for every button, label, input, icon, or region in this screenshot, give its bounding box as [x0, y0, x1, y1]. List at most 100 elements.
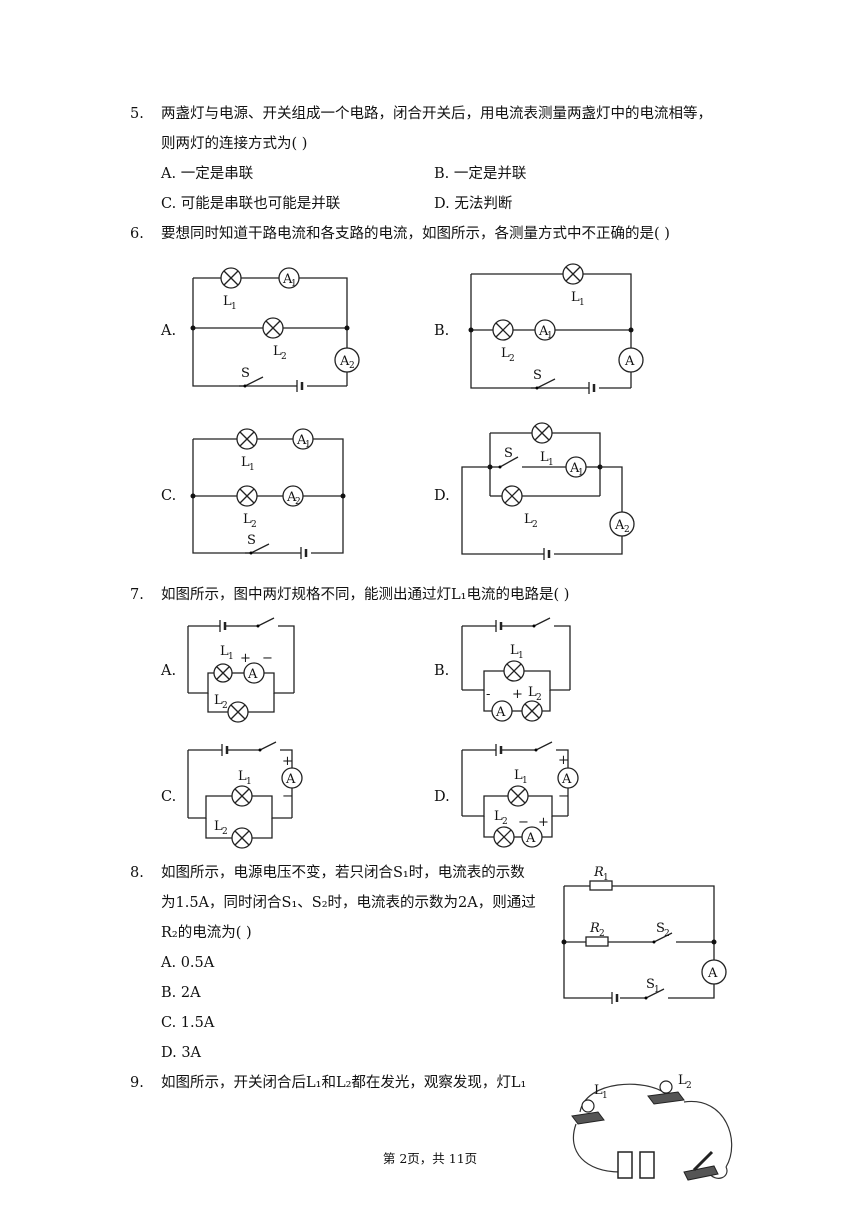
svg-text:2: 2 [624, 525, 630, 535]
svg-text:L: L [571, 290, 580, 305]
svg-text:1: 1 [249, 463, 255, 473]
svg-text:1: 1 [578, 468, 584, 478]
bulb-icon [531, 422, 553, 444]
question-text: 则两灯的连接方式为( ) [161, 136, 308, 152]
option-b[interactable]: B. [434, 663, 450, 679]
bulb-icon [571, 1099, 605, 1125]
option-d[interactable]: D. 无法判断 [434, 196, 513, 212]
svg-text:-: - [486, 687, 490, 702]
option-d[interactable]: D. [434, 789, 450, 805]
svg-text:+: + [538, 815, 549, 830]
svg-text:L: L [514, 768, 523, 783]
option-c[interactable]: C. [161, 488, 177, 504]
bulb-icon [562, 263, 584, 285]
svg-text:L: L [243, 512, 252, 527]
svg-text:S: S [533, 368, 542, 383]
switch-icon [683, 1150, 719, 1181]
svg-text:2: 2 [281, 352, 287, 362]
option-d[interactable]: D. 3A [161, 1045, 202, 1061]
svg-text:R: R [593, 865, 604, 880]
svg-text:A: A [525, 831, 536, 846]
question-text: R₂的电流为( ) [161, 925, 252, 941]
option-a[interactable]: A. [161, 323, 177, 339]
svg-text:L: L [540, 450, 549, 465]
svg-text:A: A [561, 772, 572, 787]
question-text: 两盏灯与电源、开关组成一个电路，闭合开关后，用电流表测量两盏灯中的电流相等， [161, 106, 712, 122]
option-c[interactable]: C. 1.5A [161, 1015, 215, 1031]
bulb-icon [213, 663, 233, 683]
svg-text:R: R [589, 921, 600, 936]
bulb-icon [503, 660, 525, 682]
svg-text:2: 2 [222, 827, 228, 837]
option-b[interactable]: B. 2A [161, 985, 201, 1001]
svg-text:2: 2 [532, 520, 538, 530]
svg-text:1: 1 [231, 302, 237, 312]
svg-text:+: + [558, 753, 569, 768]
svg-text:−: − [518, 815, 529, 830]
svg-text:A: A [282, 272, 293, 287]
bulb-icon [227, 701, 249, 723]
option-d[interactable]: D. [434, 488, 450, 504]
bulb-icon [236, 428, 258, 450]
question-number: 7. [130, 587, 144, 603]
svg-text:A: A [569, 461, 580, 476]
svg-text:L: L [238, 769, 247, 784]
bulb-icon [647, 1080, 685, 1105]
svg-text:1: 1 [579, 298, 585, 308]
svg-text:2: 2 [222, 701, 228, 711]
svg-text:1: 1 [228, 652, 234, 662]
svg-text:1: 1 [305, 440, 311, 450]
svg-text:2: 2 [251, 520, 257, 530]
svg-text:L: L [220, 644, 229, 659]
svg-text:−: − [282, 789, 293, 804]
bulb-icon [231, 785, 253, 807]
bulb-icon [236, 485, 258, 507]
option-a[interactable]: A. [161, 663, 177, 679]
svg-text:S: S [241, 366, 250, 381]
option-b[interactable]: B. [434, 323, 450, 339]
svg-text:S: S [646, 977, 655, 992]
question-number: 6. [130, 226, 144, 242]
svg-text:2: 2 [686, 1081, 692, 1091]
svg-text:1: 1 [522, 776, 528, 786]
svg-text:−: − [558, 789, 569, 804]
svg-text:L: L [494, 809, 503, 824]
option-b[interactable]: B. 一定是并联 [434, 166, 527, 182]
question-text: 如图所示，电源电压不变，若只闭合S₁时，电流表的示数 [161, 865, 525, 881]
svg-text:2: 2 [349, 361, 355, 371]
svg-text:2: 2 [295, 497, 301, 507]
svg-text:1: 1 [291, 279, 297, 289]
option-a[interactable]: A. 一定是串联 [161, 166, 254, 182]
svg-text:A: A [538, 324, 549, 339]
svg-text:S: S [656, 921, 665, 936]
option-c[interactable]: C. 可能是串联也可能是并联 [161, 196, 341, 212]
svg-text:1: 1 [603, 873, 609, 883]
option-a[interactable]: A. 0.5A [161, 955, 215, 971]
svg-text:A: A [296, 433, 307, 448]
svg-text:A: A [285, 772, 296, 787]
svg-text:1: 1 [654, 985, 660, 995]
svg-text:+: + [512, 687, 523, 702]
page-footer: 第 2页，共 11页 [382, 1151, 478, 1166]
bulb-icon [521, 700, 543, 722]
svg-text:2: 2 [509, 354, 515, 364]
svg-text:−: − [262, 651, 273, 666]
svg-text:A: A [339, 354, 350, 369]
svg-text:A: A [495, 705, 506, 720]
svg-text:1: 1 [518, 651, 524, 661]
svg-text:A: A [614, 518, 625, 533]
svg-text:1: 1 [246, 777, 252, 787]
question-text: 如图所示，图中两灯规格不同，能测出通过灯L₁电流的电路是( ) [161, 587, 570, 603]
option-c[interactable]: C. [161, 789, 177, 805]
svg-text:L: L [214, 693, 223, 708]
question-text: 为1.5A，同时闭合S₁、S₂时，电流表的示数为2A，则通过 [161, 895, 536, 911]
svg-text:L: L [528, 685, 537, 700]
question-text: 要想同时知道干路电流和各支路的电流，如图所示，各测量方式中不正确的是( ) [161, 226, 670, 242]
bulb-icon [493, 826, 515, 848]
